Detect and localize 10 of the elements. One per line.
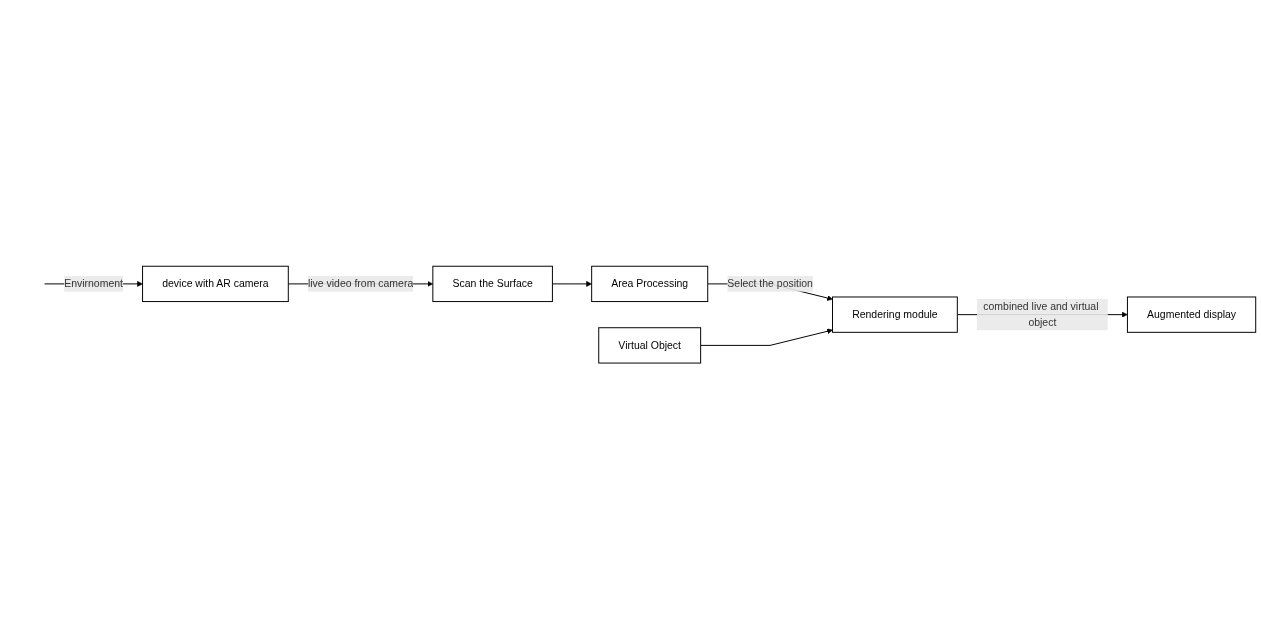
node-box: Area Processing xyxy=(591,265,709,302)
node-box: device with AR camera xyxy=(142,265,289,302)
node-box: Rendering module xyxy=(832,296,958,333)
edge-label: live video from camera xyxy=(307,277,414,289)
node-box: Scan the Surface xyxy=(432,265,553,302)
node-box: Augmented display xyxy=(1126,296,1257,333)
node-box: Virtual Object xyxy=(598,327,702,364)
edge-label: Select the position xyxy=(727,277,813,289)
edge-label: combined live and virtual object xyxy=(983,300,1099,328)
edge-label: Envirnoment xyxy=(64,277,123,289)
